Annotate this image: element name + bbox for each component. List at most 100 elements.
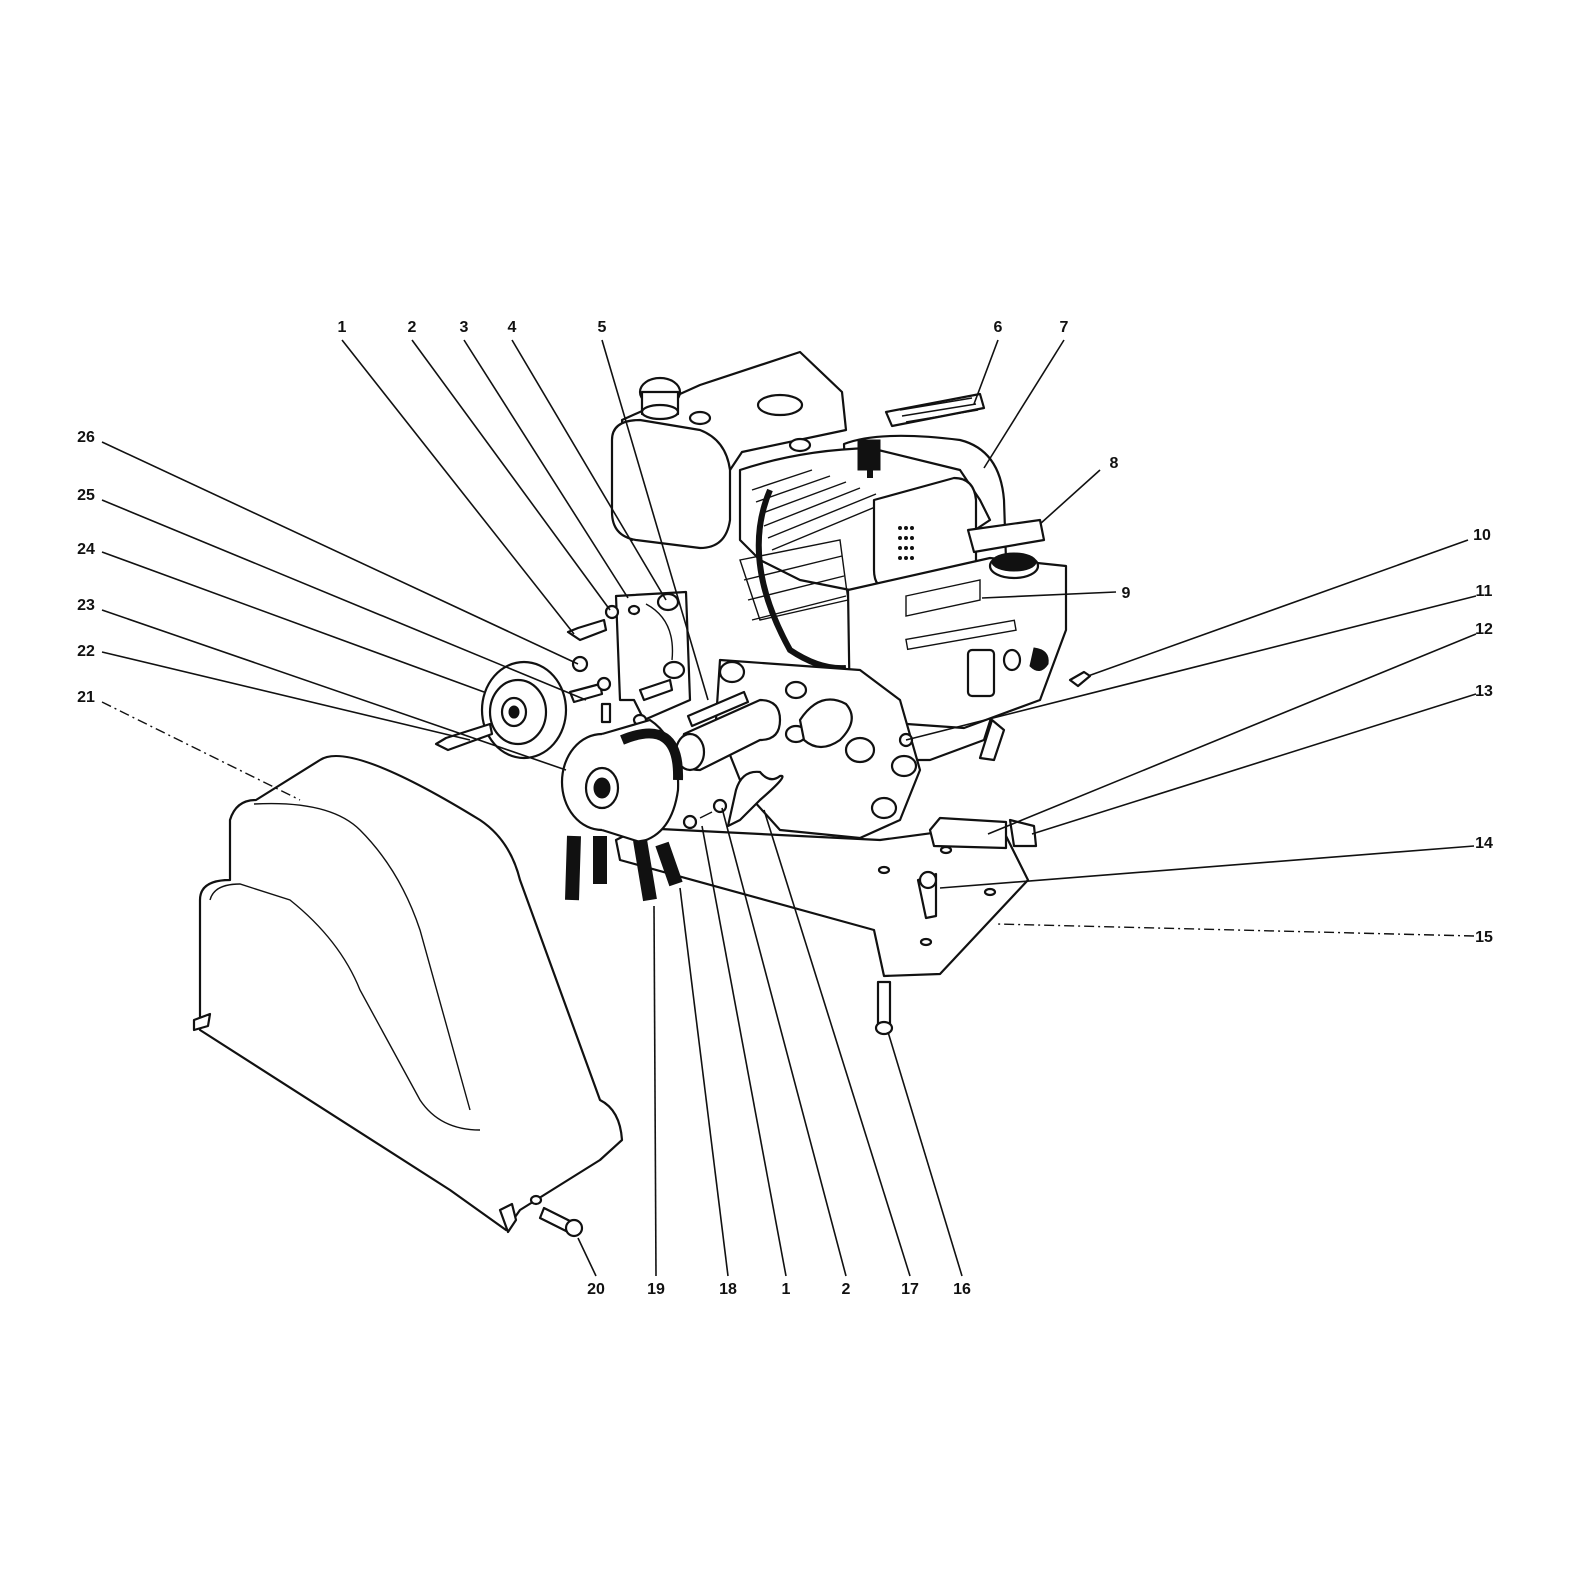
belt-cover-contour — [253, 802, 471, 1111]
leader-25 — [101, 499, 587, 701]
callout-6: 6 — [994, 319, 1003, 336]
bolt-head — [874, 1020, 894, 1036]
leader-15 — [995, 923, 1475, 937]
leader-2-top — [411, 339, 611, 611]
leader-22 — [101, 651, 471, 741]
drive-pulley-bore — [593, 777, 611, 799]
spacer — [600, 702, 612, 724]
callout-labels: 1 2 3 4 5 6 7 8 9 10 11 12 13 14 15 16 1… — [77, 319, 1493, 1298]
leader-18 — [679, 887, 729, 1277]
plate-hole — [939, 845, 953, 855]
decal-lines — [899, 397, 979, 423]
leader-20 — [577, 1237, 597, 1277]
crankshaft-key — [686, 690, 750, 728]
air-cleaner-vents — [898, 526, 914, 560]
cover-tab — [498, 1202, 518, 1234]
callout-18: 18 — [719, 1281, 737, 1298]
hitch-pin — [726, 770, 784, 828]
callout-8: 8 — [1110, 455, 1119, 472]
callout-24: 24 — [77, 541, 95, 558]
leader-8 — [1039, 469, 1101, 525]
leader-19 — [653, 905, 657, 1277]
leader-6 — [973, 339, 999, 405]
callout-20: 20 — [587, 1281, 605, 1298]
callout-12: 12 — [1475, 621, 1493, 638]
callout-14: 14 — [1475, 835, 1493, 852]
belt-loop — [620, 728, 684, 781]
case-boss — [844, 736, 876, 764]
lock-washer — [712, 798, 728, 814]
callout-15: 15 — [1475, 929, 1493, 946]
pulley-assembly — [480, 590, 692, 902]
callout-16: 16 — [953, 1281, 971, 1298]
callout-19: 19 — [647, 1281, 665, 1298]
screw-head — [564, 1218, 584, 1238]
leader-1-top — [341, 339, 575, 635]
bracket-slot — [645, 603, 674, 661]
tank-bolt — [788, 437, 812, 453]
rear-bracket — [978, 718, 1006, 762]
callout-26: 26 — [77, 429, 95, 446]
callout-2-bottom: 2 — [842, 1281, 851, 1298]
cooling-fins — [739, 469, 893, 621]
callout-23: 23 — [77, 597, 95, 614]
callout-21: 21 — [77, 689, 95, 706]
mount-boss — [798, 698, 853, 749]
callout-4: 4 — [508, 319, 517, 336]
fuel-cap-base — [640, 403, 680, 421]
tank-bolt — [688, 410, 712, 426]
idler-bracket — [614, 590, 692, 722]
bolt-head — [918, 870, 938, 890]
leader-5 — [601, 339, 709, 701]
callout-3: 3 — [460, 319, 469, 336]
plate-hole — [983, 887, 997, 897]
callout-10: 10 — [1473, 527, 1491, 544]
callout-25: 25 — [77, 487, 95, 504]
leader-24 — [101, 551, 485, 693]
warning-decal — [905, 579, 981, 617]
bracket-hole — [662, 660, 686, 680]
leader-21 — [101, 701, 301, 801]
callout-13: 13 — [1475, 683, 1493, 700]
callout-9: 9 — [1122, 585, 1131, 602]
spark-plug-cap — [857, 439, 881, 471]
primer-bulb — [1029, 647, 1049, 671]
leader-17 — [763, 809, 911, 1277]
axle-shaft — [928, 816, 1008, 850]
leader-3 — [463, 339, 629, 599]
leader-9 — [981, 591, 1117, 599]
callout-17: 17 — [901, 1281, 919, 1298]
callout-2-top: 2 — [408, 319, 417, 336]
belt-cover-contour — [209, 883, 481, 1131]
tank-bracket-hole — [756, 393, 804, 417]
belt-cover-outer — [198, 754, 624, 1232]
leader-10 — [1087, 539, 1469, 677]
fuel-tank-body — [610, 418, 732, 550]
lock-washer — [596, 676, 612, 692]
leader-23 — [101, 609, 567, 771]
bolt — [566, 618, 608, 642]
case-bolt — [784, 680, 808, 700]
leader-13 — [1031, 693, 1477, 835]
bolt-thread — [699, 811, 713, 819]
idler-pulley-bore — [508, 705, 520, 719]
plate-hole — [919, 937, 933, 947]
leader-14 — [939, 845, 1475, 889]
bracket-hole — [656, 592, 680, 612]
bolt-head — [682, 814, 698, 830]
leader-16 — [887, 1031, 963, 1277]
drive-belt — [565, 835, 683, 902]
engine-assembly — [610, 350, 1068, 978]
case-bolt — [718, 660, 746, 684]
control-panel — [966, 648, 996, 698]
callout-1-bottom: 1 — [782, 1281, 791, 1298]
callout-7: 7 — [1060, 319, 1069, 336]
axle-nut — [1008, 818, 1038, 848]
leader-26 — [101, 441, 579, 665]
drive-pulley-rim — [601, 718, 680, 844]
belt-cover — [192, 754, 624, 1234]
case-nut — [890, 754, 918, 778]
bracket-tab — [638, 678, 674, 702]
nut — [571, 655, 589, 673]
